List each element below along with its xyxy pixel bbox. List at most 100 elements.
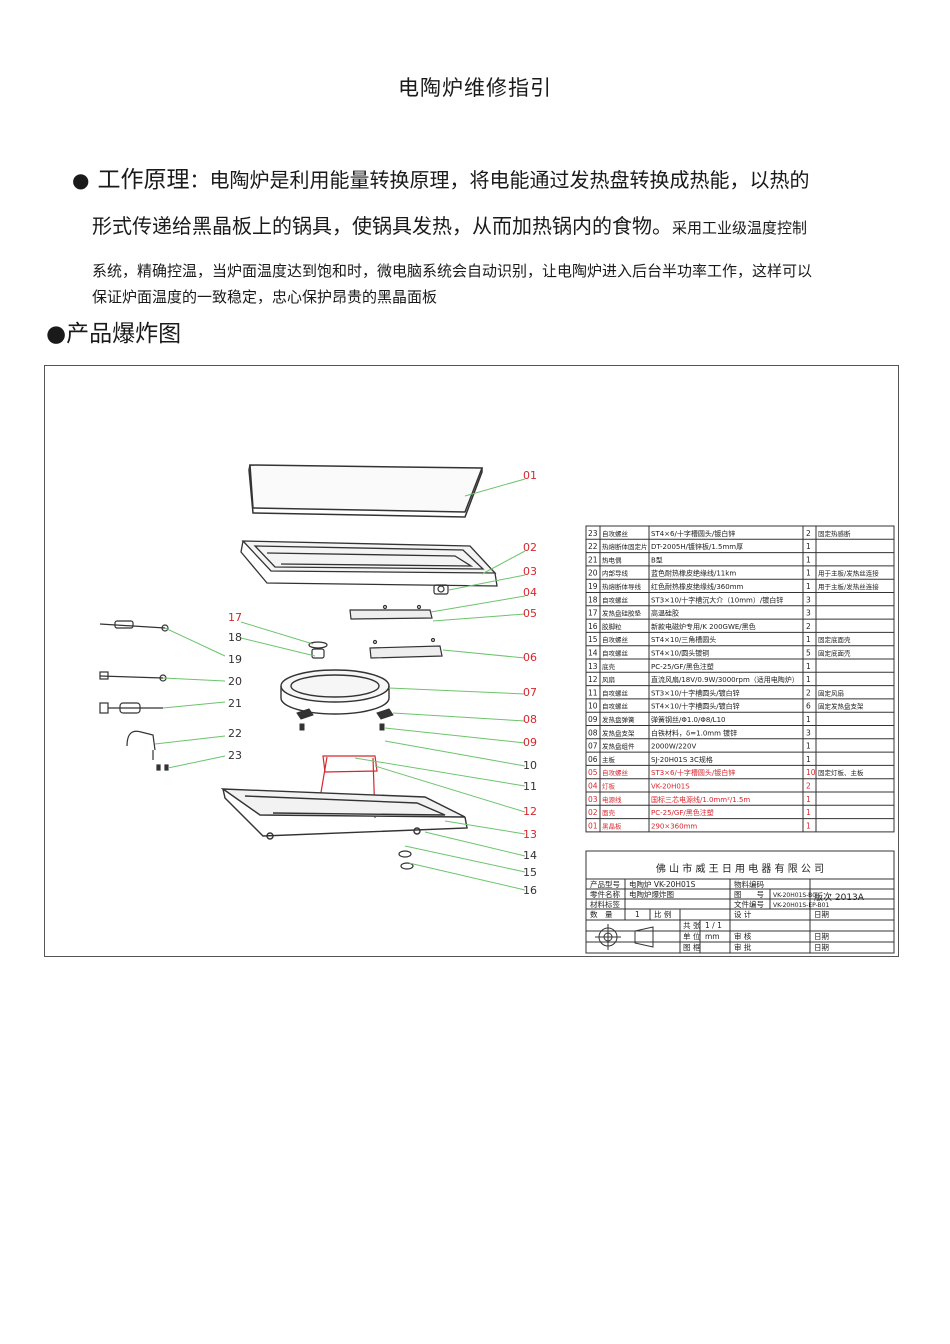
- bom-cell-name: 黑晶板: [602, 821, 622, 830]
- bom-cell-qty: 1: [806, 742, 811, 751]
- title-block: 佛 山 市 威 王 日 用 电 器 有 限 公 司 产品型号 电陶炉 VK-20…: [585, 850, 895, 954]
- bom-cell-spec: ST4×10/圆头镀铜: [651, 649, 709, 658]
- bom-cell-qty: 2: [806, 622, 811, 631]
- callout-03: 03: [523, 565, 537, 578]
- sensor-drawing: [308, 641, 328, 659]
- bom-cell-spec: 红色耐热橡皮绝缘线/360mm: [651, 582, 744, 591]
- callout-06: 06: [523, 651, 537, 664]
- bom-cell-note: 固定热感断: [818, 529, 851, 538]
- tb-approve-label: 审 批: [734, 942, 752, 952]
- bom-cell-spec: ST3×10/十字槽沉大介（10mm）/镀白锌: [651, 595, 783, 604]
- bom-cell-qty: 1: [806, 755, 811, 764]
- bom-cell-no: 08: [588, 728, 598, 737]
- callout-11: 11: [523, 780, 537, 793]
- bom-cell-spec: 2000W/220V: [651, 743, 696, 751]
- tb-drawing-no: VK-20H01S-B0I: [773, 892, 818, 899]
- bom-cell-name: 风扇: [602, 675, 615, 684]
- bom-cell-name: 热电偶: [602, 555, 622, 564]
- bom-cell-no: 19: [588, 582, 598, 591]
- bom-cell-qty: 5: [806, 649, 811, 658]
- bom-cell-qty: 3: [806, 609, 811, 618]
- tb-qty-label: 数 量: [590, 909, 613, 919]
- callout-09: 09: [523, 736, 537, 749]
- bom-cell-no: 21: [588, 555, 598, 564]
- bom-cell-qty: 1: [806, 582, 811, 591]
- leader-lines: [154, 478, 526, 891]
- bom-cell-no: 06: [588, 755, 598, 764]
- main-board-drawing: [369, 637, 443, 659]
- tb-design-label: 设 计: [734, 909, 752, 919]
- tb-date-label-1: 日期: [814, 910, 829, 919]
- callout-08: 08: [523, 713, 537, 726]
- cord-clip-drawing: [433, 584, 449, 595]
- bom-cell-spec: 新款电磁炉专用/K 200GWE/黑色: [651, 622, 756, 631]
- tb-product-no-label: 产品型号: [590, 879, 620, 889]
- bom-cell-name: 自攻螺丝: [602, 688, 629, 697]
- exploded-drawing-frame: 01 02 03 04 05 06 07 08 09 10 11 12 13 1…: [44, 365, 899, 957]
- paragraph-principle-line1: ●工作原理：电陶炉是利用能量转换原理，将电能通过发热盘转换成热能，以热的: [72, 166, 902, 194]
- bom-cell-no: 16: [588, 622, 598, 631]
- callout-01: 01: [523, 469, 537, 482]
- principle-text-4: 保证炉面温度的一致稳定，忠心保护昂贵的黑晶面板: [92, 288, 438, 306]
- bom-cell-note: 固定风扇: [818, 688, 844, 697]
- bom-cell-spec: 蓝色耐热橡皮绝缘线/11km: [651, 569, 736, 578]
- bom-cell-no: 11: [588, 688, 598, 697]
- paragraph-principle-line3: 系统，精确控温，当炉面温度达到饱和时，微电脑系统会自动识别，让电陶炉进入后台半功…: [92, 257, 897, 311]
- tb-product-no: 电陶炉 VK-20H01S: [629, 879, 696, 889]
- callout-17: 17: [228, 611, 242, 624]
- callout-14: 14: [523, 849, 537, 862]
- bom-cell-qty: 1: [806, 675, 811, 684]
- bom-cell-qty: 2: [806, 529, 811, 538]
- bom-cell-name: 内部导线: [602, 569, 629, 578]
- bom-cell-spec: SJ-20H01S 3C规格: [651, 755, 713, 764]
- top-shell-drawing: [240, 540, 498, 587]
- bom-cell-name: 发热盘支架: [602, 728, 635, 737]
- tb-doc-no: VK-20H01S-EP-B01: [773, 902, 829, 909]
- bom-cell-spec: B型: [651, 555, 663, 564]
- bom-cell-note: 用于主板/发热丝连接: [818, 582, 879, 591]
- bom-cell-qty: 1: [806, 542, 811, 551]
- bom-cell-no: 18: [588, 595, 598, 604]
- bom-cell-name: 发热盘组件: [602, 742, 635, 751]
- section-heading-principle: 工作原理: [97, 167, 190, 193]
- bom-cell-no: 20: [588, 569, 598, 578]
- bom-cell-no: 01: [588, 821, 598, 830]
- document-title: 电陶炉维修指引: [398, 76, 552, 100]
- bom-cell-no: 17: [588, 609, 598, 618]
- bom-cell-qty: 3: [806, 595, 811, 604]
- bom-cell-qty: 10: [806, 768, 816, 777]
- bom-cell-no: 03: [588, 795, 598, 804]
- bom-cell-name: 面壳: [602, 808, 616, 817]
- bom-cell-qty: 1: [806, 821, 811, 830]
- black-crystal-plate-drawing: [248, 464, 484, 518]
- paragraph-principle-line2: 形式传递给黑晶板上的锅具，使锅具发热，从而加热锅内的食物。采用工业级温度控制: [92, 212, 902, 242]
- bom-cell-name: 自攻螺丝: [602, 595, 629, 604]
- bom-cell-no: 12: [588, 675, 598, 684]
- bom-cell-qty: 1: [806, 808, 811, 817]
- callout-23: 23: [228, 749, 242, 762]
- bom-cell-no: 22: [588, 542, 598, 551]
- principle-text-1: ：电陶炉是利用能量转换原理，将电能通过发热盘转换成热能，以热的: [189, 168, 810, 192]
- bom-cell-spec: DT-2005H/镀锌板/1.5mm厚: [651, 542, 743, 551]
- bom-cell-spec: ST3×10/十字槽圆头/镀白锌: [651, 688, 740, 697]
- callout-18: 18: [228, 631, 242, 644]
- projection-symbol-icon: [595, 924, 654, 950]
- bom-cell-note: 固定发热盘支架: [818, 702, 864, 711]
- bom-cell-qty: 2: [806, 688, 811, 697]
- bom-cell-qty: 6: [806, 702, 811, 711]
- bom-cell-name: 胶脚粒: [602, 622, 622, 631]
- bottom-shell-drawing: [220, 788, 468, 840]
- bom-cell-qty: 3: [806, 728, 811, 737]
- callout-12: 12: [523, 805, 537, 818]
- bracket-drawing: [296, 708, 394, 731]
- bom-cell-spec: 高温硅胶: [651, 609, 679, 618]
- tb-qty: 1: [635, 910, 640, 919]
- principle-text-2: 形式传递给黑晶板上的锅具，使锅具发热，从而加热锅内的食物。: [92, 214, 672, 238]
- bom-cell-name: 发热盘弹簧: [602, 715, 635, 724]
- callout-07: 07: [523, 686, 537, 699]
- bom-cell-name: 自攻螺丝: [602, 649, 629, 658]
- principle-text-3: 系统，精确控温，当炉面温度达到饱和时，微电脑系统会自动识别，让电陶炉进入后台半功…: [92, 262, 813, 280]
- bom-cell-note: 用于主板/发热丝连接: [818, 569, 879, 578]
- tb-doc-no-label: 文件编号: [734, 899, 764, 909]
- bom-cell-name: 发热盘硅胶垫: [602, 609, 642, 618]
